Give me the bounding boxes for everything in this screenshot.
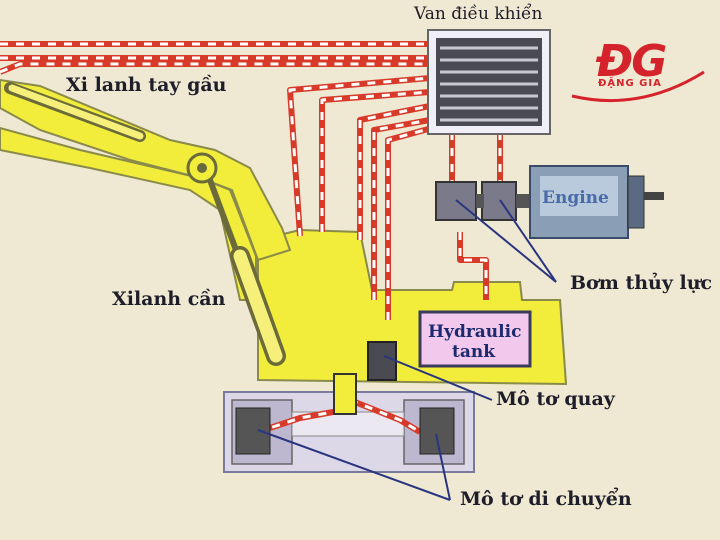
travel-motor-label: Mô tơ di chuyển	[460, 488, 632, 510]
swing-motor-label: Mô tơ quay	[496, 388, 615, 410]
logo-name: ĐẶNG GIA	[598, 78, 662, 89]
hydraulic-pump-label: Bơm thủy lực	[570, 272, 712, 294]
valve-block-icon	[428, 30, 550, 134]
control-valve-label: Van điều khiển	[414, 4, 542, 24]
boom-cylinder-label: Xilanh cần	[112, 288, 225, 310]
engine-label: Engine	[542, 188, 609, 208]
tank-label-line2: tank	[452, 342, 495, 362]
arm-cylinder-label: Xi lanh tay gầu	[66, 74, 227, 96]
pump-icon	[436, 182, 530, 220]
tank-label-line1: Hydraulic	[428, 322, 521, 342]
